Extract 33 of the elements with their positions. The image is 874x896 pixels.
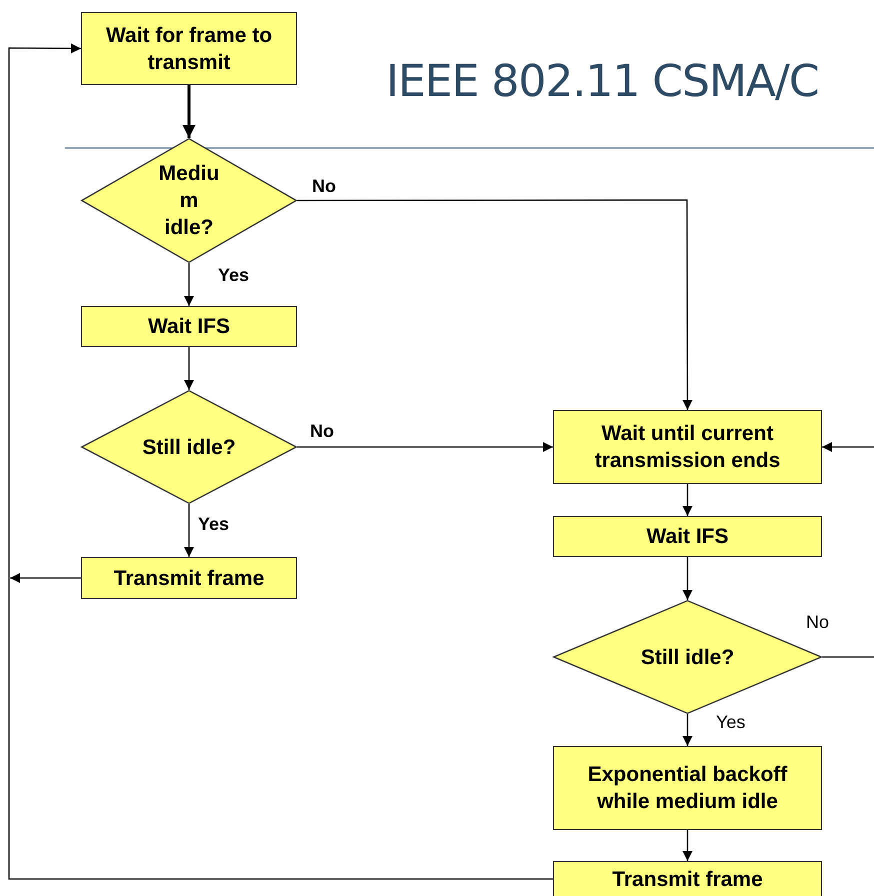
arrow	[8, 43, 553, 880]
arrow	[184, 504, 194, 557]
process-box	[81, 12, 297, 85]
process-box	[81, 306, 297, 347]
process-box	[553, 746, 822, 830]
node-label: Wait IFS	[148, 314, 230, 340]
arrow	[682, 830, 692, 861]
arrow	[182, 85, 196, 138]
node-label: Wait for frame to transmit	[104, 22, 274, 76]
process-box	[553, 410, 822, 484]
node-label: Transmit frame	[114, 566, 264, 592]
node-label: Transmit frame	[612, 870, 763, 890]
process-box	[81, 557, 297, 599]
slide-title: IEEE 802.11 CSMA/C	[386, 56, 819, 107]
arrow	[682, 557, 692, 600]
arrow	[10, 573, 81, 583]
arrow	[682, 714, 692, 746]
decision-diamond	[81, 138, 297, 263]
node-label: Still idle?	[640, 644, 734, 670]
node-label: Still idle?	[142, 434, 236, 460]
node-label: Wait IFS	[646, 524, 729, 550]
arrow	[682, 484, 692, 516]
process-box	[553, 516, 822, 557]
node-label: Exponential backoff while medium idle	[586, 762, 788, 815]
arrow	[184, 347, 194, 390]
arrow	[184, 263, 194, 306]
arrow	[822, 442, 874, 452]
node-label: Mediu m idle?	[158, 161, 220, 241]
node-label: Wait until current transmission ends	[594, 421, 782, 474]
decision-diamond	[81, 390, 297, 504]
process-box	[553, 861, 822, 896]
arrow	[297, 442, 553, 452]
arrow	[297, 199, 692, 410]
